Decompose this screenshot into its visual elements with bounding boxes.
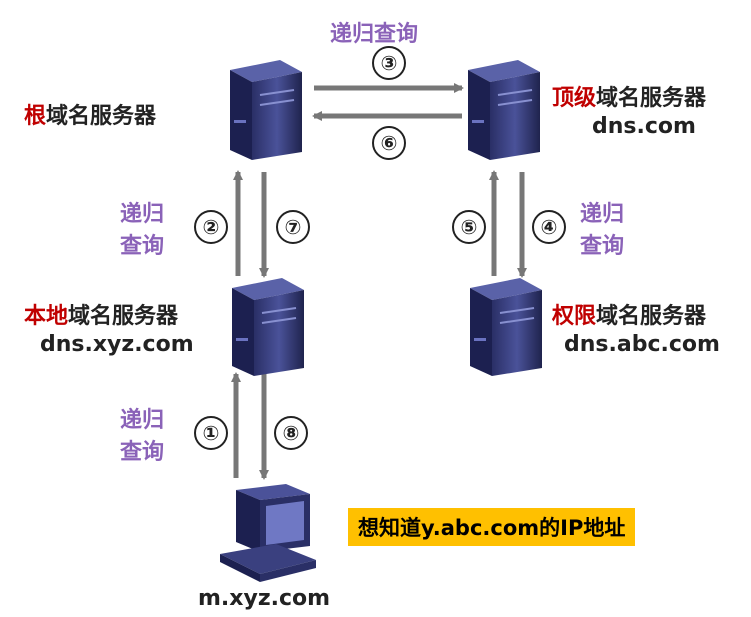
step-7-number: ⑦ (276, 210, 310, 244)
local-rest: 域名服务器 (68, 304, 179, 329)
local-hostname: dns.xyz.com (40, 332, 194, 357)
local-highlight: 本地 (24, 304, 69, 329)
step-6-number: ⑥ (372, 126, 406, 160)
auth-highlight: 权限 (552, 304, 597, 329)
root-server-icon (230, 60, 302, 160)
query-note: 想知道y.abc.com的IP地址 (348, 508, 636, 546)
left-upper-label-line2: 查询 (120, 234, 165, 259)
left-upper-label-line1: 递归 (120, 202, 165, 227)
root-highlight: 根 (24, 104, 47, 129)
right-upper-label-line1: 递归 (580, 202, 625, 227)
left-lower-label-line2: 查询 (120, 440, 165, 465)
auth-hostname: dns.abc.com (564, 332, 720, 357)
right-upper-label-line2: 查询 (580, 234, 625, 259)
step-1-number: ① (194, 416, 228, 450)
step-8-number: ⑧ (274, 416, 308, 450)
auth-rest: 域名服务器 (596, 304, 707, 329)
local-server-label: 本地域名服务器 (24, 298, 178, 330)
local-server-icon (232, 278, 304, 376)
top-recursive-label: 递归查询 (330, 22, 419, 47)
auth-server-label: 权限域名服务器 (552, 298, 706, 330)
client-computer-icon (220, 484, 316, 582)
step-4-number: ④ (532, 210, 566, 244)
left-lower-label-line1: 递归 (120, 408, 165, 433)
client-hostname: m.xyz.com (198, 586, 331, 611)
tld-highlight: 顶级 (552, 86, 597, 111)
auth-server-icon (470, 278, 542, 376)
step-5-number: ⑤ (452, 210, 486, 244)
root-server-label: 根域名服务器 (24, 98, 156, 130)
tld-server-label: 顶级域名服务器 (552, 80, 706, 112)
tld-server-icon (468, 60, 540, 160)
tld-hostname: dns.com (592, 114, 696, 139)
tld-rest: 域名服务器 (596, 86, 707, 111)
root-rest: 域名服务器 (46, 104, 157, 129)
step-3-number: ③ (372, 46, 406, 80)
step-2-number: ② (194, 210, 228, 244)
